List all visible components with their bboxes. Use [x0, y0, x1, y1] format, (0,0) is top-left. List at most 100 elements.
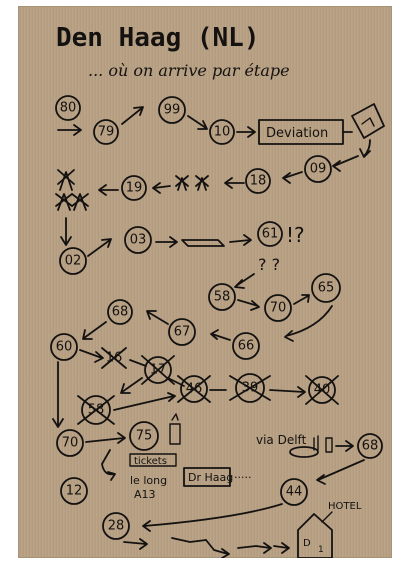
svg-text:75: 75 — [136, 429, 153, 444]
arrow-icon — [336, 441, 353, 451]
hotel-pointer-line — [322, 512, 332, 522]
arrow-icon — [274, 543, 289, 553]
arrow-icon — [114, 393, 175, 410]
route-circle-44: 44 — [281, 479, 307, 505]
arrow-icon — [172, 538, 206, 542]
svg-text:58: 58 — [214, 290, 231, 305]
svg-text:09: 09 — [310, 162, 327, 177]
arrow-icon — [283, 172, 302, 183]
route-circle-03: 03 — [125, 227, 151, 253]
arrow-icon — [53, 362, 63, 427]
arrow-icon — [317, 460, 364, 484]
tickets-sign: tickets — [130, 454, 176, 467]
svg-text:12: 12 — [66, 484, 83, 499]
arrow-icon — [58, 125, 81, 135]
svg-text:tickets: tickets — [134, 456, 167, 467]
detour-sign-icon — [352, 104, 384, 138]
arrow-icon — [235, 274, 254, 288]
hotel-label: HOTEL — [328, 501, 362, 512]
a13-label: A13 — [134, 488, 156, 501]
arrow-icon — [80, 350, 103, 362]
svg-text:70: 70 — [270, 301, 287, 316]
svg-text:19: 19 — [126, 181, 143, 196]
arrow-icon — [294, 295, 309, 304]
route-crossed-17: 17 — [142, 356, 174, 384]
route-circle-18: 18 — [246, 169, 270, 193]
arrow-icon — [206, 540, 229, 558]
svg-text:02: 02 — [65, 254, 82, 269]
svg-text:61: 61 — [262, 227, 279, 242]
route-circle-60: 60 — [51, 334, 77, 360]
svg-text:03: 03 — [130, 233, 147, 248]
sketch-canvas: Den Haag (NL) ... où on arrive par étape… — [18, 6, 392, 558]
svg-text:80: 80 — [60, 101, 77, 116]
arrow-icon — [130, 360, 146, 366]
svg-text:68: 68 — [112, 305, 129, 320]
route-circle-19: 19 — [122, 176, 146, 200]
route-crossed-16: 16 — [102, 348, 126, 368]
arrow-icon — [211, 330, 230, 340]
svg-text:Deviation: Deviation — [266, 126, 328, 141]
tunnel-icon — [182, 240, 224, 246]
svg-text:44: 44 — [286, 485, 303, 500]
arrow-icon — [285, 306, 332, 341]
route-circle-58: 58 — [209, 284, 235, 310]
arrow-icon — [360, 140, 370, 157]
arrow-icon — [124, 539, 147, 549]
route-circle-70b: 70 — [57, 430, 83, 456]
arrow-icon — [86, 433, 125, 443]
windmill-icon — [176, 176, 208, 190]
route-crossed-46: 46 — [178, 376, 210, 402]
route-crossed-39: 39 — [230, 374, 270, 402]
page-subtitle: ... où on arrive par étape — [88, 61, 290, 80]
svg-text:70: 70 — [62, 436, 79, 451]
route-crossed-40: 40 — [306, 376, 338, 404]
route-circle-99: 99 — [159, 97, 185, 123]
arrow-icon — [230, 235, 251, 245]
windmill-group-icon — [56, 170, 88, 210]
route-circle-70a: 70 — [265, 295, 291, 321]
route-circle-09: 09 — [305, 156, 331, 182]
arrow-icon — [270, 387, 305, 397]
arrow-icon — [147, 311, 168, 324]
route-circle-68b: 68 — [358, 434, 382, 458]
dots-label: ..... — [234, 468, 251, 481]
svg-text:68: 68 — [362, 439, 379, 454]
arrow-icon — [102, 450, 115, 480]
paper-sheet: Den Haag (NL) ... où on arrive par étape… — [18, 6, 392, 558]
arrow-icon — [143, 504, 282, 531]
arrow-icon — [238, 543, 271, 553]
arrow-icon — [61, 218, 71, 245]
svg-text:D: D — [303, 538, 311, 549]
exclamation-question-label: !? — [286, 223, 305, 247]
svg-text:65: 65 — [318, 281, 335, 296]
route-crossed-58b: 58 — [78, 396, 114, 424]
toll-booth-icon — [170, 414, 180, 444]
route-circle-12: 12 — [61, 478, 87, 504]
svg-text:18: 18 — [250, 174, 267, 189]
svg-text:Dr Haag: Dr Haag — [188, 471, 233, 484]
via-delft-label: via Delft — [256, 433, 307, 447]
route-circle-66: 66 — [233, 333, 259, 359]
route-circle-10: 10 — [210, 120, 234, 144]
route-circle-79: 79 — [94, 120, 118, 144]
svg-text:66: 66 — [238, 339, 255, 354]
svg-text:60: 60 — [56, 340, 73, 355]
svg-text:10: 10 — [214, 125, 231, 140]
question-marks-label: ? ? — [258, 255, 280, 274]
route-circle-28: 28 — [103, 513, 129, 539]
arrow-icon — [188, 116, 207, 129]
svg-text:28: 28 — [108, 519, 125, 534]
arrow-icon — [153, 183, 170, 193]
arrow-icon — [238, 300, 259, 310]
svg-text:79: 79 — [98, 125, 115, 140]
svg-text:99: 99 — [164, 103, 181, 118]
le-long-label: le long — [130, 474, 167, 487]
arrow-icon — [122, 107, 143, 124]
arrow-icon — [83, 322, 106, 339]
route-circle-68a: 68 — [108, 300, 132, 324]
arrow-icon — [237, 127, 255, 137]
den-haag-road-sign: Dr Haag — [184, 468, 233, 486]
route-circle-67: 67 — [169, 319, 195, 345]
route-circle-61: 61 — [258, 222, 282, 246]
